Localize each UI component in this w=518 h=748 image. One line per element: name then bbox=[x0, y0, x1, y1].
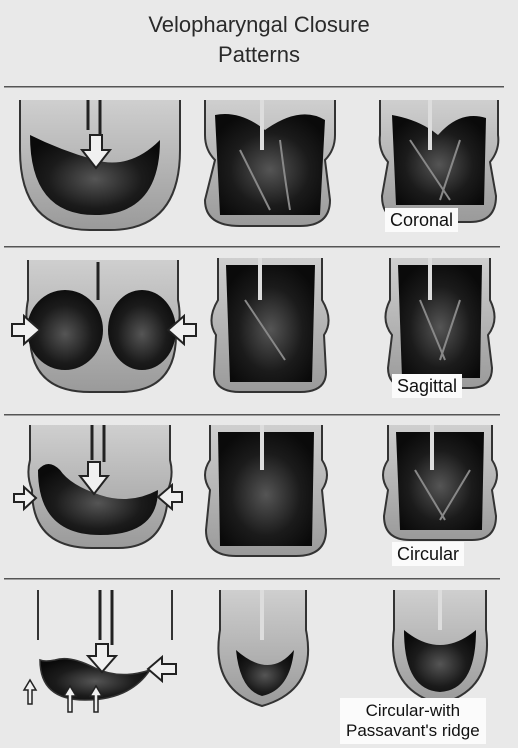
passavant-panel-open bbox=[24, 590, 176, 712]
coronal-panel-closed bbox=[380, 100, 499, 222]
coronal-panel-open bbox=[20, 100, 180, 230]
divider-rule bbox=[4, 414, 500, 416]
sagittal-panel-open bbox=[12, 260, 196, 392]
divider-rule bbox=[4, 578, 500, 580]
sagittal-row bbox=[12, 258, 495, 392]
circular-row bbox=[14, 425, 497, 556]
left-arrow-icon bbox=[148, 657, 176, 681]
sagittal-panel-closed bbox=[385, 258, 494, 388]
circular-label: Circular bbox=[392, 542, 464, 566]
sagittal-label: Sagittal bbox=[392, 374, 462, 398]
divider-rule bbox=[4, 246, 500, 248]
passavant-label-line1: Circular-with bbox=[346, 701, 480, 721]
coronal-label: Coronal bbox=[385, 208, 458, 232]
passavant-panel-mid bbox=[218, 590, 308, 706]
circular-panel-mid bbox=[205, 425, 327, 556]
passavant-row bbox=[24, 590, 487, 712]
passavant-label-line2: Passavant's ridge bbox=[346, 721, 480, 741]
passavant-label: Circular-with Passavant's ridge bbox=[340, 698, 486, 744]
up-arrow-icon bbox=[24, 680, 36, 704]
passavant-panel-closed bbox=[393, 590, 487, 704]
coronal-panel-mid bbox=[205, 100, 335, 226]
sagittal-panel-mid bbox=[211, 258, 328, 392]
circular-panel-open bbox=[14, 425, 182, 548]
circular-panel-closed bbox=[383, 425, 497, 540]
divider-rule bbox=[4, 86, 504, 88]
